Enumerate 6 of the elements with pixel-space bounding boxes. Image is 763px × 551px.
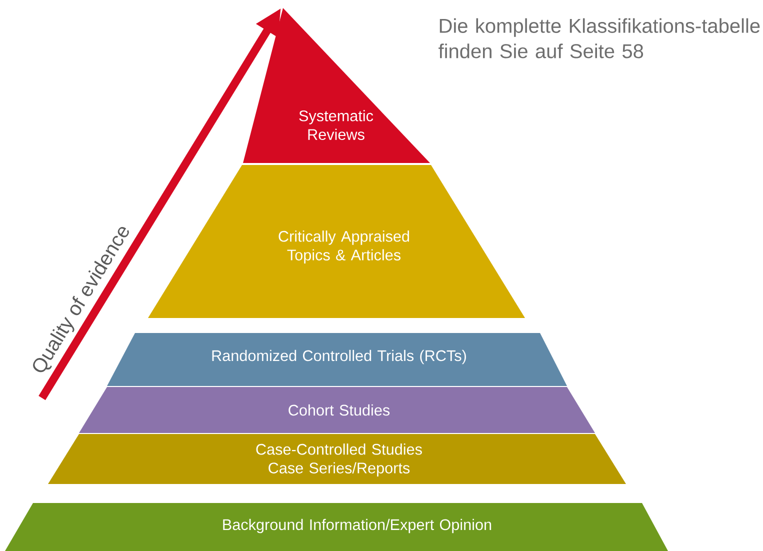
pyramid-layer: Randomized Controlled Trials (RCTs) — [107, 333, 567, 386]
pyramid-layer: Case-Controlled Studies Case Series/Reports — [48, 434, 626, 484]
pyramid-layer: Systematic Reviews — [243, 8, 430, 163]
pyramid-layer: Cohort Studies — [79, 387, 595, 433]
pyramid-layer: Background Information/Expert Opinion — [5, 503, 668, 551]
pyramid-layer: Critically Appraised Topics & Articles — [148, 165, 525, 318]
